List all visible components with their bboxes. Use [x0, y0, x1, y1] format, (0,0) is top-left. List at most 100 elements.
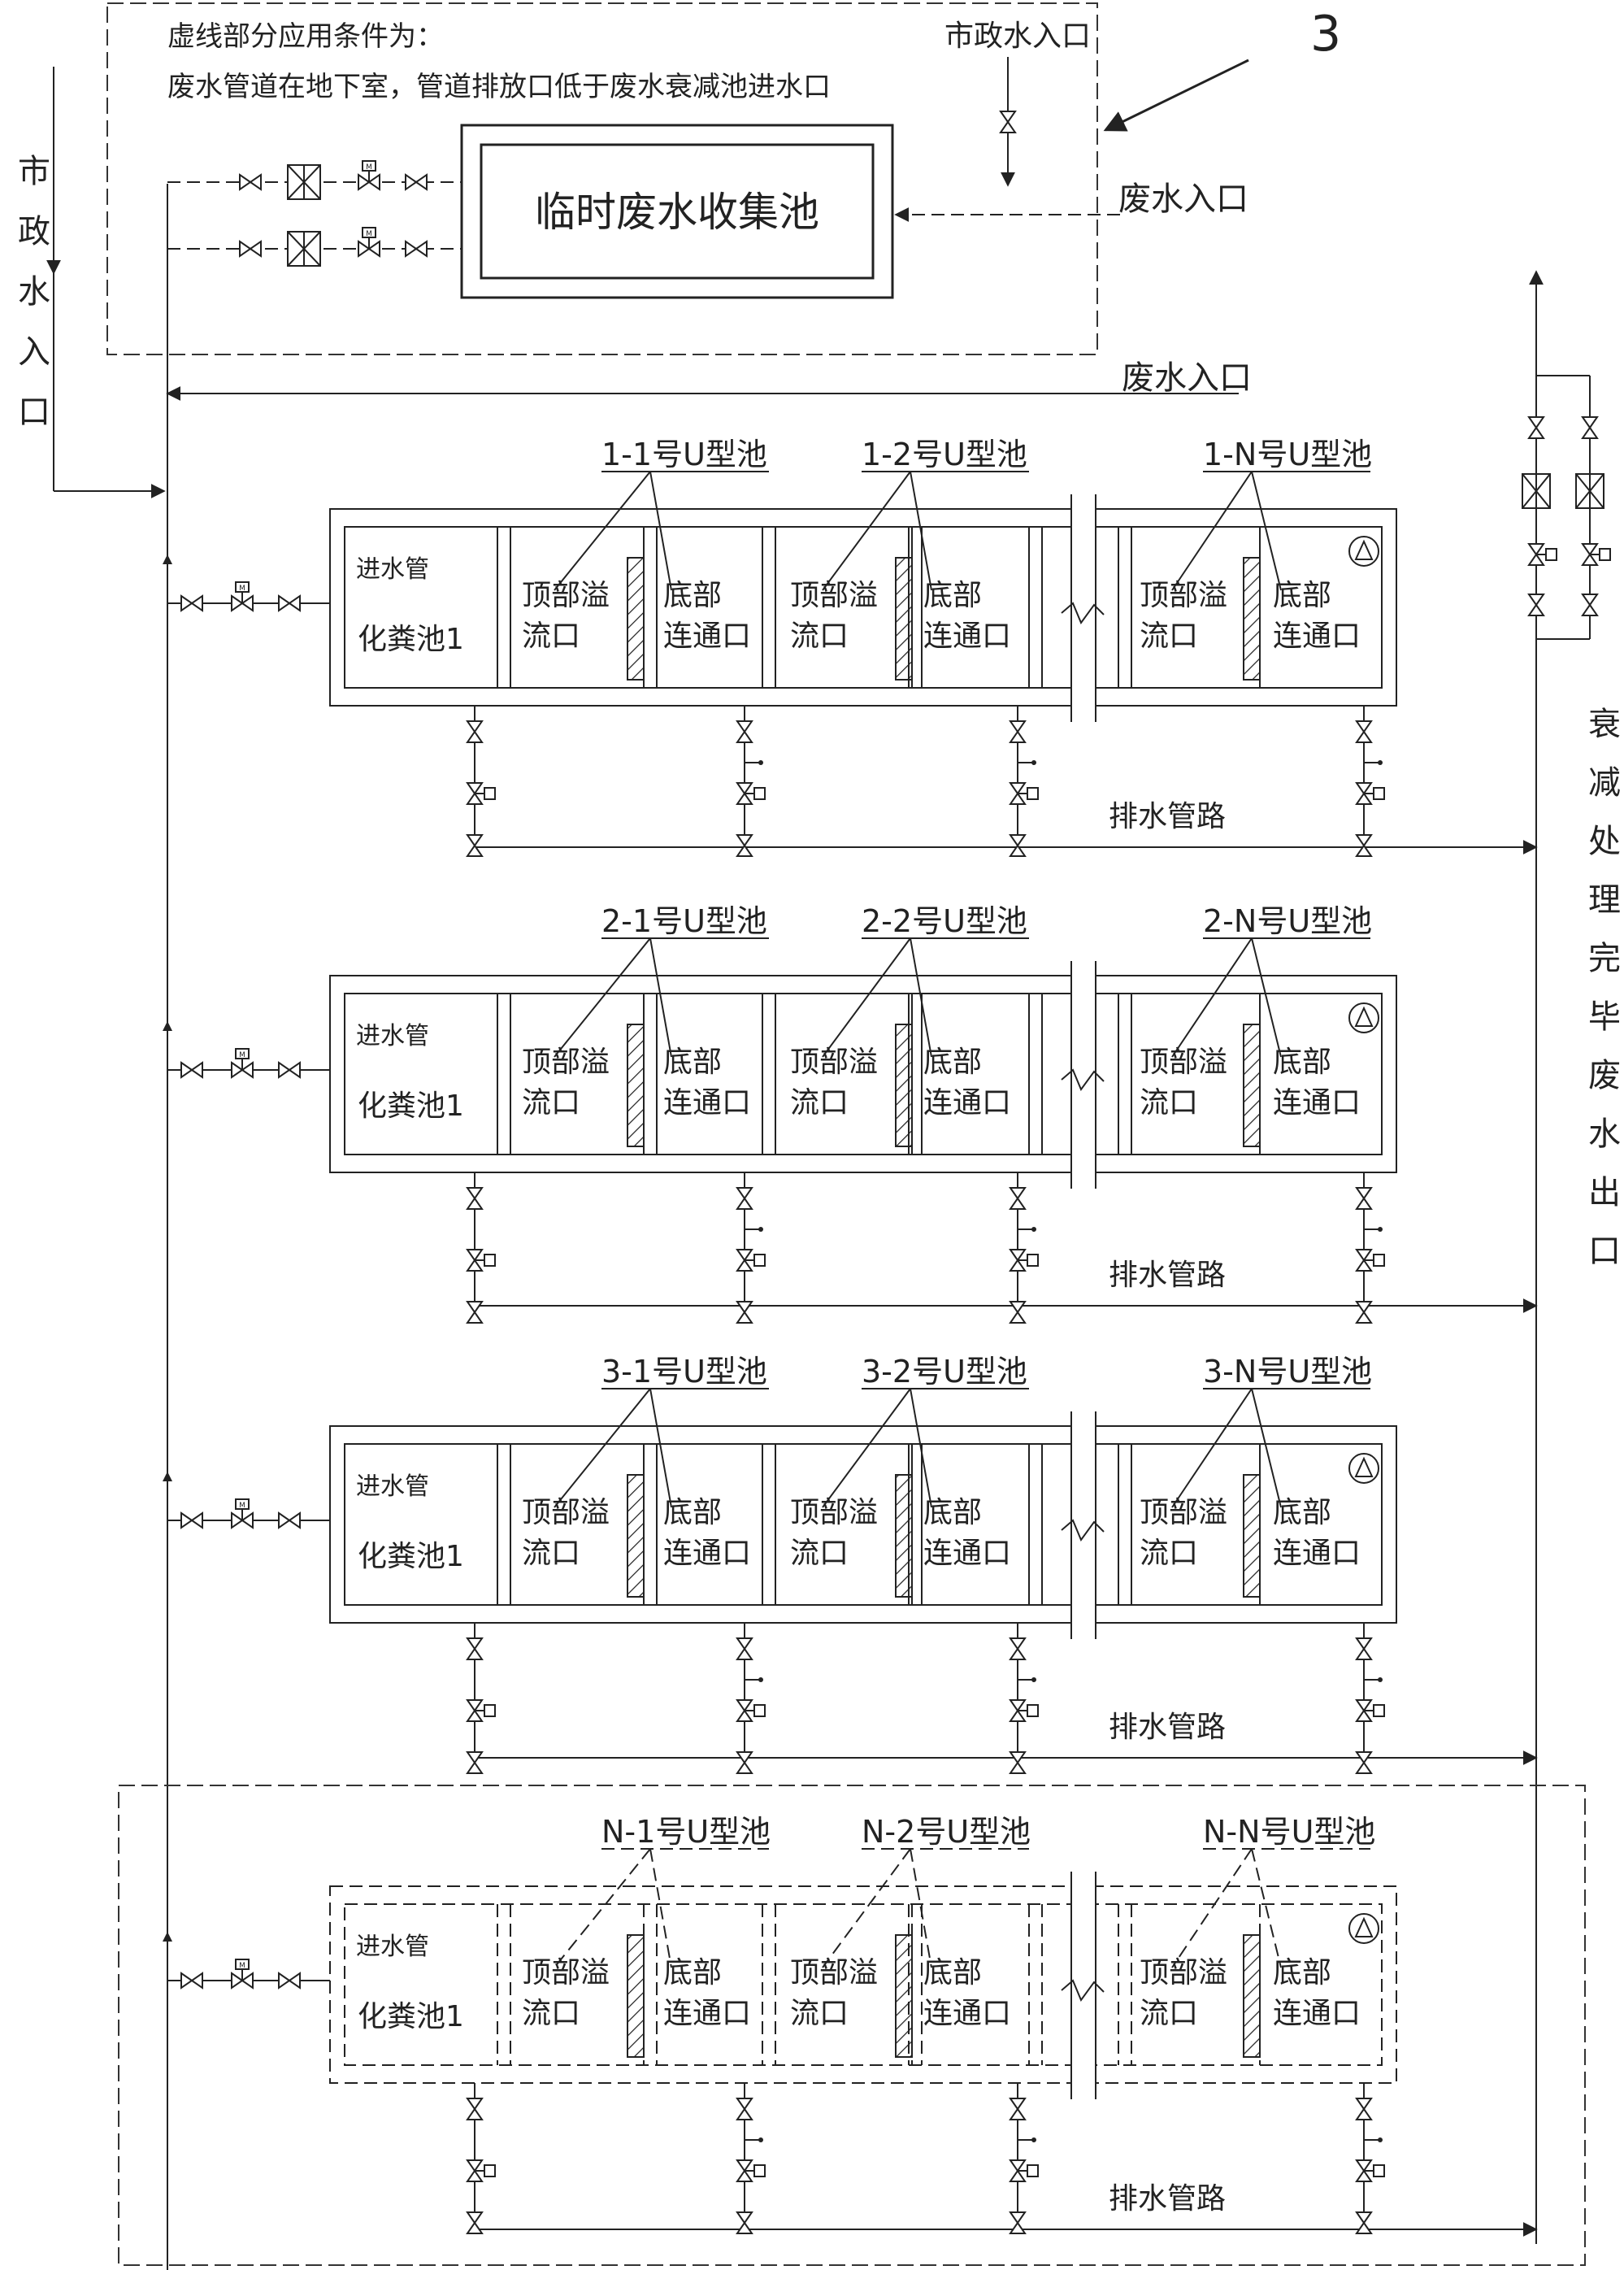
filter-meter-symbol[interactable]: [287, 231, 321, 267]
motor-valve[interactable]: M: [231, 581, 254, 612]
sample-port-tip: [1378, 2137, 1383, 2142]
motor-valve[interactable]: [1581, 543, 1611, 566]
outlet-valve[interactable]: [1581, 594, 1599, 616]
inlet-valve[interactable]: [180, 1972, 203, 1990]
inlet-valve[interactable]: [278, 1972, 301, 1990]
motor-valve[interactable]: M: [358, 160, 380, 191]
treated-outlet-char: 减: [1588, 764, 1621, 802]
filter-meter-symbol[interactable]: [1522, 473, 1551, 509]
motor-valve[interactable]: [1009, 2159, 1039, 2182]
drain-valve[interactable]: [466, 1301, 484, 1324]
outlet-valve[interactable]: [1581, 416, 1599, 439]
inlet-valve[interactable]: [278, 1061, 301, 1079]
actuator-box: [1373, 787, 1385, 800]
drain-valve[interactable]: [1355, 1751, 1373, 1774]
drain-valve[interactable]: [736, 1187, 753, 1210]
motor-valve[interactable]: [1355, 2159, 1385, 2182]
motor-valve[interactable]: [1009, 1699, 1039, 1722]
u-pool-leader: [1251, 471, 1282, 591]
drain-valve[interactable]: [736, 834, 753, 857]
valve-body: [736, 834, 753, 857]
motor-valve[interactable]: [736, 1249, 766, 1272]
motor-valve[interactable]: [1527, 543, 1557, 566]
u-pool-row-4: 进水管化粪池1顶部溢流口底部连通口顶部溢流口底部连通口顶部溢流口底部连通口N-1…: [163, 1814, 1538, 2237]
motor-valve[interactable]: M: [231, 1498, 254, 1529]
drain-valve[interactable]: [1009, 1301, 1027, 1324]
drain-valve[interactable]: [1355, 2098, 1373, 2120]
drain-valve[interactable]: [466, 834, 484, 857]
actuator-box: [484, 787, 496, 800]
bottom-connector-label: 底部: [1273, 1956, 1331, 1990]
actuator-box: [1373, 2164, 1385, 2177]
inlet-valve[interactable]: [180, 594, 203, 612]
inlet-valve[interactable]: [278, 594, 301, 612]
drain-valve[interactable]: [466, 2211, 484, 2234]
motor-valve[interactable]: [1355, 782, 1385, 805]
drain-valve[interactable]: [736, 2098, 753, 2120]
municipal-inlet-valve[interactable]: [999, 111, 1017, 133]
sample-port-tip: [1031, 1227, 1036, 1232]
drain-valve[interactable]: [466, 2098, 484, 2120]
outlet-valve[interactable]: [1527, 416, 1545, 439]
actuator-box: [1027, 1704, 1039, 1717]
valve-body: [736, 2211, 753, 2234]
drain-valve[interactable]: [1009, 1751, 1027, 1774]
u-pool-leader: [1251, 1848, 1282, 1968]
inlet-pipe-label: 进水管: [356, 555, 429, 584]
u-pool-row-inner: [344, 993, 1383, 1155]
motor-valve[interactable]: [466, 2159, 496, 2182]
motor-valve[interactable]: [736, 782, 766, 805]
inlet-pipe-label: 进水管: [356, 1022, 429, 1050]
drain-valve[interactable]: [1355, 720, 1373, 743]
drain-valve[interactable]: [1355, 1301, 1373, 1324]
pump-icon-triangle: [1354, 1916, 1374, 1937]
drain-valve[interactable]: [1009, 2211, 1027, 2234]
motor-valve[interactable]: M: [358, 227, 380, 258]
outlet-valve-group[interactable]: [1522, 375, 1611, 640]
drain-valve[interactable]: [466, 1751, 484, 1774]
motor-valve[interactable]: [1009, 782, 1039, 805]
drain-valve[interactable]: [736, 1301, 753, 1324]
outlet-valve[interactable]: [1527, 594, 1545, 616]
motor-valve[interactable]: [466, 1699, 496, 1722]
inlet-valve[interactable]: [180, 1061, 203, 1079]
drain-valve[interactable]: [466, 1637, 484, 1660]
u-pool-leader: [649, 471, 672, 591]
drain-valve[interactable]: [736, 2211, 753, 2234]
motor-valve[interactable]: M: [231, 1959, 254, 1990]
motor-valve[interactable]: [466, 1249, 496, 1272]
drain-valve[interactable]: [736, 1751, 753, 1774]
drain-valve[interactable]: [1009, 1187, 1027, 1210]
drain-valve[interactable]: [1355, 1637, 1373, 1660]
filter-meter-symbol[interactable]: [1575, 473, 1604, 509]
motor-valve[interactable]: [466, 782, 496, 805]
outlet-valve[interactable]: [239, 173, 262, 191]
drain-valve[interactable]: [1355, 1187, 1373, 1210]
drain-valve[interactable]: [736, 720, 753, 743]
outlet-valve[interactable]: [405, 240, 428, 258]
drain-valve[interactable]: [1009, 834, 1027, 857]
outlet-valve[interactable]: [239, 240, 262, 258]
inlet-valve[interactable]: [278, 1511, 301, 1529]
valve-body: [239, 240, 262, 258]
motor-valve[interactable]: [736, 2159, 766, 2182]
motor-valve[interactable]: [1355, 1249, 1385, 1272]
motor-valve[interactable]: M: [231, 1048, 254, 1079]
outlet-valve[interactable]: [405, 173, 428, 191]
motor-valve[interactable]: [1355, 1699, 1385, 1722]
municipal-inlet-valve[interactable]: [999, 111, 1017, 133]
drain-valve[interactable]: [1009, 1637, 1027, 1660]
drain-valve[interactable]: [1355, 834, 1373, 857]
filter-meter-symbol[interactable]: [287, 164, 321, 200]
municipal-inlet-left-char: 市: [18, 153, 50, 190]
inlet-valve[interactable]: [180, 1511, 203, 1529]
drain-valve[interactable]: [1355, 2211, 1373, 2234]
drain-valve[interactable]: [466, 1187, 484, 1210]
motor-valve[interactable]: [1009, 1249, 1039, 1272]
drain-valve[interactable]: [1009, 2098, 1027, 2120]
motor-valve[interactable]: [736, 1699, 766, 1722]
bottom-connector-label: 底部: [923, 579, 982, 612]
drain-valve[interactable]: [466, 720, 484, 743]
drain-valve[interactable]: [736, 1637, 753, 1660]
drain-valve[interactable]: [1009, 720, 1027, 743]
